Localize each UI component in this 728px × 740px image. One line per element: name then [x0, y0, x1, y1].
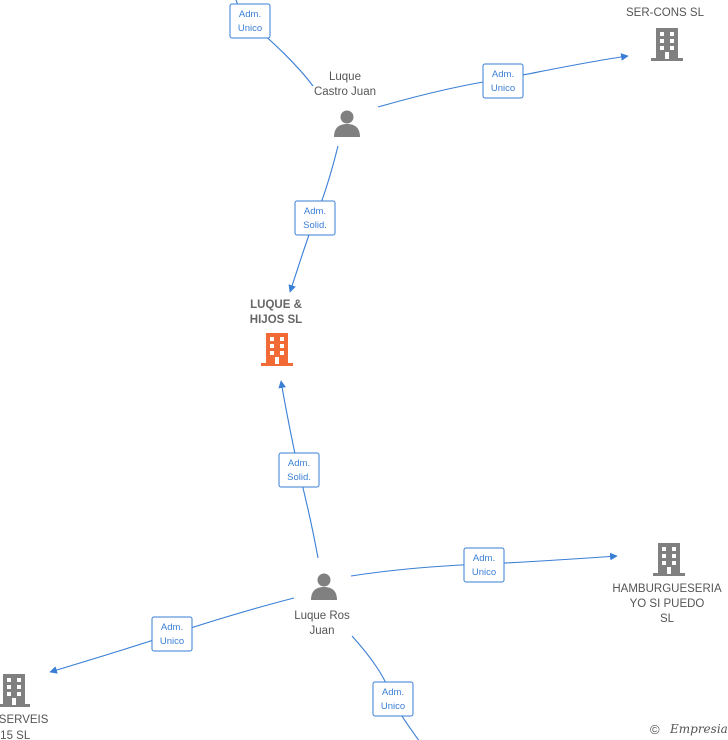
badge-line2: Unico — [238, 23, 262, 34]
company-name-line3: SL — [660, 613, 675, 625]
badge-line1: Adm. — [492, 69, 514, 80]
badge-line2: Unico — [491, 83, 515, 94]
company-name-line1: HAMBURGUESERIA — [612, 583, 722, 595]
person-name-line2: Juan — [310, 625, 335, 637]
person-icon — [311, 573, 337, 600]
building-icon — [651, 28, 683, 61]
badge-line2: Unico — [160, 636, 184, 647]
watermark: © Empresia — [650, 722, 728, 737]
company-name-line2: 015 SL — [0, 730, 31, 740]
badge-line1: Adm. — [473, 553, 495, 564]
company-node-main[interactable]: LUQUE & HIJOS SL — [250, 299, 302, 366]
company-node-left[interactable]: ISERVEIS 015 SL — [0, 674, 49, 740]
badge-line2: Unico — [381, 701, 405, 712]
badge-line2: Solid. — [287, 472, 311, 483]
brand-logo: Empresia — [669, 722, 728, 736]
edge-badge-ros-bottom[interactable]: Adm. Unico — [372, 681, 414, 717]
person-name-line1: Luque Ros — [294, 610, 350, 622]
company-name-line2: HIJOS SL — [250, 314, 302, 326]
company-node-top[interactable]: SER-CONS SL — [626, 7, 705, 61]
badge-line1: Adm. — [239, 9, 261, 20]
edge-badge-ros-main[interactable]: Adm. Solid. — [278, 452, 320, 488]
company-name-line1: ISERVEIS — [0, 714, 49, 726]
edge-badge-top-left[interactable]: Adm. Unico — [229, 3, 271, 39]
company-name-line1: LUQUE & — [250, 299, 302, 311]
edge-badge-castro-top[interactable]: Adm. Unico — [482, 63, 524, 99]
badge-line1: Adm. — [304, 206, 326, 217]
building-icon — [0, 674, 30, 707]
person-name-line2: Castro Juan — [314, 86, 376, 98]
edge-badge-ros-left[interactable]: Adm. Unico — [151, 616, 193, 652]
badge-line1: Adm. — [288, 458, 310, 469]
building-icon — [653, 543, 685, 576]
badge-line1: Adm. — [161, 622, 183, 633]
person-name-line1: Luque — [329, 71, 361, 83]
edge-badge-castro-main[interactable]: Adm. Solid. — [294, 200, 336, 236]
company-name-line2: YO SI PUEDO — [630, 598, 705, 610]
badge-line2: Solid. — [303, 220, 327, 231]
building-icon — [261, 333, 293, 366]
badge-line1: Adm. — [382, 687, 404, 698]
person-node-luque-castro[interactable]: Luque Castro Juan — [314, 71, 376, 137]
person-icon — [334, 110, 360, 137]
company-node-hamburgueseria[interactable]: HAMBURGUESERIA YO SI PUEDO SL — [612, 543, 722, 625]
copyright-symbol: © — [650, 722, 660, 737]
company-name-line2: SER-CONS SL — [626, 7, 705, 19]
edge-badge-ros-hamb[interactable]: Adm. Unico — [463, 547, 505, 583]
badge-line2: Unico — [472, 567, 496, 578]
person-node-luque-ros[interactable]: Luque Ros Juan — [294, 573, 350, 638]
